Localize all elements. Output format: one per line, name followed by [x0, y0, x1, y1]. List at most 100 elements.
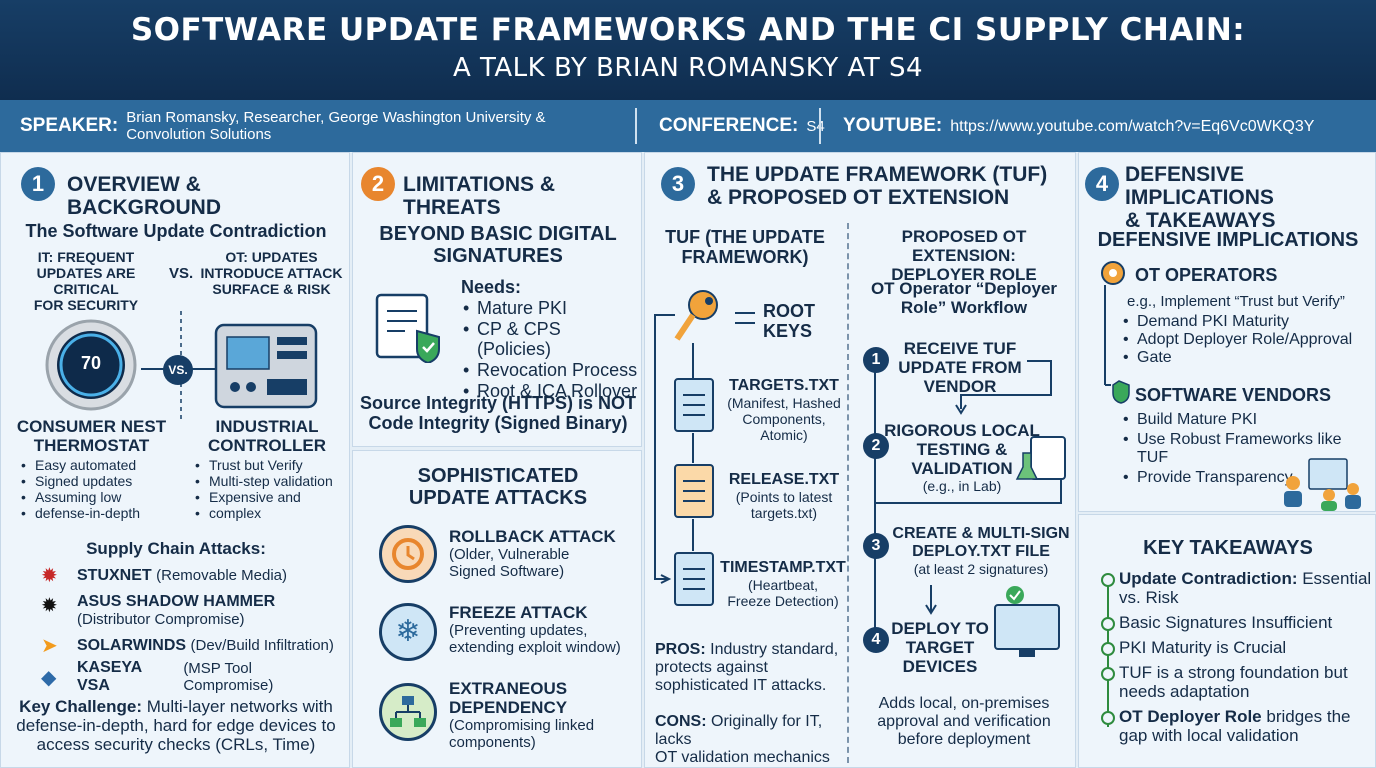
takeaway-text: TUF is a strong foundation but	[1119, 663, 1348, 682]
text-line: SOPHISTICATED	[417, 465, 579, 487]
pros-label: PROS:	[655, 641, 706, 658]
text-line: protects against	[655, 659, 768, 676]
rollback-icon	[379, 525, 437, 583]
youtube-block: YOUTUBE: https://www.youtube.com/watch?v…	[843, 115, 1314, 137]
youtube-label: YOUTUBE:	[843, 115, 943, 136]
takeaways-title: KEY TAKEAWAYS	[1143, 537, 1313, 559]
panel-tuf: 3 THE UPDATE FRAMEWORK (TUF)& PROPOSED O…	[644, 152, 1076, 768]
list-item: Build Mature PKI	[1123, 411, 1373, 429]
speaker-line: Convolution Solutions	[126, 126, 272, 143]
text-line: Signed Software)	[449, 563, 565, 580]
takeaway-text: bridges the	[1261, 707, 1351, 726]
operators-example: e.g., Implement “Trust but Verify”	[1127, 293, 1345, 310]
list-item: defense-in-depth	[21, 505, 181, 521]
branch-connector	[1101, 261, 1130, 404]
workflow-connectors	[874, 353, 1066, 657]
panel-title: OVERVIEW & BACKGROUND	[67, 173, 221, 219]
text-line: OT validation mechanics	[655, 749, 830, 766]
panel-defensive: 4 DEFENSIVE IMPLICATIONS& TAKEAWAYS DEFE…	[1078, 152, 1376, 512]
text-line: UPDATES ARE CRITICAL	[36, 265, 136, 297]
text-line: defense-in-depth	[35, 505, 141, 521]
text-line: OT: UPDATES	[225, 249, 318, 265]
text-line: Adds local, on-premises	[878, 695, 1050, 712]
attack-name: ROLLBACK ATTACK	[449, 527, 616, 546]
step-number: 1	[863, 347, 889, 373]
list-item: Gate	[1123, 349, 1373, 367]
takeaway-bold: Update Contradiction:	[1119, 569, 1298, 588]
text-line: TUF (THE UPDATE	[665, 227, 825, 247]
attack-detail: (Removable Media)	[156, 567, 288, 584]
text-line: access security checks (CRLs, Time)	[36, 735, 316, 754]
text-line: Originally for IT, lacks	[655, 713, 823, 748]
text-line: before deployment	[897, 731, 1031, 748]
text-line: (Manifest, Hashed	[727, 395, 841, 411]
conference-value: S4	[806, 117, 825, 135]
text-line: targets.txt)	[750, 505, 818, 521]
text-line: & PROPOSED OT EXTENSION	[707, 186, 1010, 209]
attack-detail: (MSP Tool Compromise)	[183, 660, 274, 694]
text-line: TESTING &	[916, 440, 1008, 459]
list-item: complex	[195, 505, 349, 521]
text-line: gap with local validation	[1119, 726, 1299, 745]
list-item: Trust but Verify	[195, 457, 349, 473]
text-line: PROPOSED OT EXTENSION:	[901, 227, 1027, 265]
text-line: Freeze Detection)	[727, 593, 839, 609]
youtube-link[interactable]: https://www.youtube.com/watch?v=Eq6Vc0WK…	[950, 117, 1315, 135]
text-line: DEPLOYER ROLE	[891, 265, 1037, 284]
text-line: DEPLOY TO	[891, 619, 989, 638]
cons-label: CONS:	[655, 713, 707, 730]
step-number: 3	[863, 533, 889, 559]
comparison-illustration	[45, 311, 318, 423]
text-line: & TAKEAWAYS	[1125, 209, 1276, 232]
takeaway-text: PKI Maturity is Crucial	[1119, 638, 1287, 657]
key-challenge-label: Key Challenge:	[19, 697, 142, 716]
attack-name: DEPENDENCY	[449, 698, 568, 717]
file-name: TARGETS.TXT	[729, 377, 839, 394]
section-number: 2	[361, 167, 395, 201]
text-line: RIGOROUS LOCAL	[884, 421, 1040, 440]
text-line: needs adaptation	[1119, 682, 1250, 701]
list-item: Revocation Process	[463, 360, 638, 380]
panel-takeaways: KEY TAKEAWAYS Update Contradiction: Esse…	[1078, 514, 1376, 768]
text-line: BEYOND BASIC DIGITAL	[379, 223, 617, 245]
text-line: Role” Workflow	[900, 298, 1028, 317]
list-item: Use Robust Frameworks like TUF	[1123, 431, 1373, 467]
text-line: (Preventing updates,	[449, 622, 588, 639]
ot-extension-title: PROPOSED OT EXTENSION:DEPLOYER ROLE	[851, 227, 1075, 284]
section-number: 1	[21, 167, 55, 201]
panel-title: LIMITATIONS & THREATS	[403, 173, 556, 219]
spider-icon: ✹	[41, 595, 58, 617]
list-item: Easy automated	[21, 457, 181, 473]
text-line: CREATE & MULTI-SIGN	[892, 525, 1070, 542]
step-note: (at least 2 signatures)	[913, 561, 1049, 577]
certificate-icon	[375, 293, 440, 363]
attack-solarwinds: ➤SOLARWINDS (Dev/Build Infiltration)	[41, 633, 334, 658]
list-item: Multi-step validation	[195, 473, 349, 489]
takeaway-bold: OT Deployer Role	[1119, 707, 1262, 726]
operators-title: OT OPERATORS	[1135, 265, 1278, 285]
text-line: ROOT	[763, 301, 815, 321]
file-name: RELEASE.TXT	[728, 471, 840, 488]
takeaway-item: Basic Signatures Insufficient	[1101, 613, 1373, 632]
text-line: FOR SECURITY	[33, 297, 139, 313]
info-bar: SPEAKER: Brian Romansky, Researcher, Geo…	[0, 100, 1376, 152]
dependency-tree-icon	[379, 683, 437, 741]
attack-name: EXTRANEOUS	[449, 679, 568, 698]
text-line: UPDATE FROM	[898, 358, 1022, 377]
text-line: Industry standard,	[705, 641, 839, 658]
column-divider	[847, 223, 849, 763]
list-item: CP & CPS (Policies)	[463, 319, 638, 359]
